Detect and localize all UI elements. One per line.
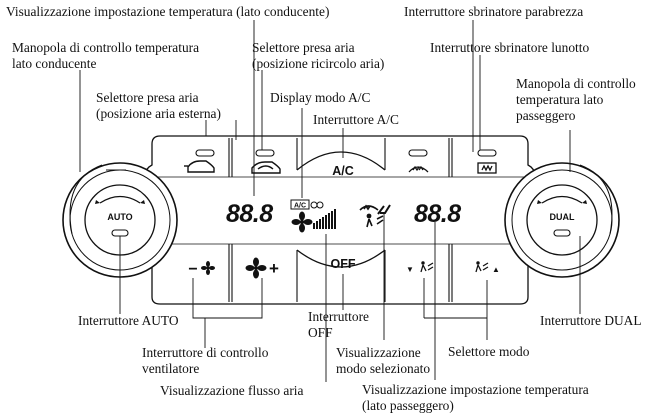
label-ac-mode-display: Display modo A/C <box>270 90 371 105</box>
recirculation-icon <box>251 161 281 174</box>
label-auto-switch: Interruttore AUTO <box>78 313 179 328</box>
ac-button[interactable]: A/C <box>296 151 386 178</box>
passenger-temperature-display: 88.8 <box>414 200 461 228</box>
off-button-label: OFF <box>331 257 356 271</box>
label-driver-knob: Manopola di controllo temperatura lato c… <box>12 40 200 71</box>
mode-down-button[interactable]: ▼ <box>406 261 434 274</box>
fan-plus-sign: + <box>269 259 279 278</box>
mode-up-button[interactable]: ▲ <box>475 261 500 274</box>
dual-button-label: DUAL <box>550 212 575 222</box>
label-front-defroster: Interruttore sbrinatore parabrezza <box>404 4 584 19</box>
driver-temperature-knob[interactable] <box>62 162 178 278</box>
label-fan-switch: Interruttore di controllo ventilatore <box>142 345 269 376</box>
eco-icon <box>310 201 324 209</box>
outside-air-button[interactable] <box>184 149 215 173</box>
knob-rotation-arrow-icon <box>99 195 141 204</box>
label-outside-air-selector: Selettore presa aria (posizione aria est… <box>96 90 221 121</box>
label-selected-mode-display: Visualizzazione modo selezionato <box>336 345 431 376</box>
front-defroster-button[interactable] <box>408 149 429 173</box>
label-temp-driver-display: Visualizzazione impostazione temperatura… <box>6 4 330 19</box>
rear-defroster-icon <box>477 162 497 174</box>
control-panel <box>143 135 537 305</box>
mode-up-arrow: ▲ <box>492 265 500 274</box>
knob-rotation-arrow-icon <box>541 195 583 204</box>
driver-temperature-display: 88.8 <box>226 200 273 228</box>
fan-small-icon <box>201 261 215 275</box>
auto-button-label: AUTO <box>107 212 132 222</box>
ac-mode-indicator: A/C <box>290 199 324 210</box>
label-temp-passenger-display: Visualizzazione impostazione temperatura… <box>362 382 589 413</box>
fan-down-button[interactable]: − <box>188 261 215 278</box>
label-recirc-selector: Selettore presa aria (posizione ricircol… <box>252 40 385 71</box>
front-defroster-icon <box>408 165 429 173</box>
rear-defroster-button[interactable] <box>477 149 497 174</box>
ac-button-label: A/C <box>332 164 354 178</box>
selected-mode-icon <box>359 204 391 228</box>
mode-icon-up <box>475 261 489 273</box>
dual-button[interactable]: DUAL <box>550 212 575 237</box>
recirculation-button[interactable] <box>251 149 281 174</box>
label-rear-defroster: Interruttore sbrinatore lunotto <box>430 40 590 55</box>
top-button-row <box>228 138 453 177</box>
mode-down-arrow: ▼ <box>406 265 414 274</box>
label-passenger-knob: Manopola di controllo temperatura lato p… <box>516 76 636 123</box>
off-button[interactable]: OFF <box>296 249 386 271</box>
label-off-switch: Interruttore OFF <box>308 309 369 340</box>
fan-minus-sign: − <box>188 261 197 278</box>
dual-indicator-led <box>553 229 571 237</box>
passenger-temperature-knob[interactable] <box>504 162 620 278</box>
label-ac-switch: Interruttore A/C <box>313 112 399 127</box>
outside-air-icon <box>184 160 215 173</box>
display-area: 88.8 88.8 A/C <box>226 199 462 233</box>
leader-lines <box>79 20 581 382</box>
ac-mode-indicator-text: A/C <box>294 203 306 210</box>
fan-icon <box>291 211 313 233</box>
bottom-button-row <box>228 244 453 302</box>
fan-up-button[interactable]: + <box>245 257 280 279</box>
label-dual-switch: Interruttore DUAL <box>540 313 642 328</box>
airflow-level-bar <box>313 209 336 229</box>
label-airflow-display: Visualizzazione flusso aria <box>160 383 304 398</box>
fan-large-icon <box>245 257 267 279</box>
label-mode-selector: Selettore modo <box>448 344 530 359</box>
mode-icon-down <box>420 261 434 273</box>
